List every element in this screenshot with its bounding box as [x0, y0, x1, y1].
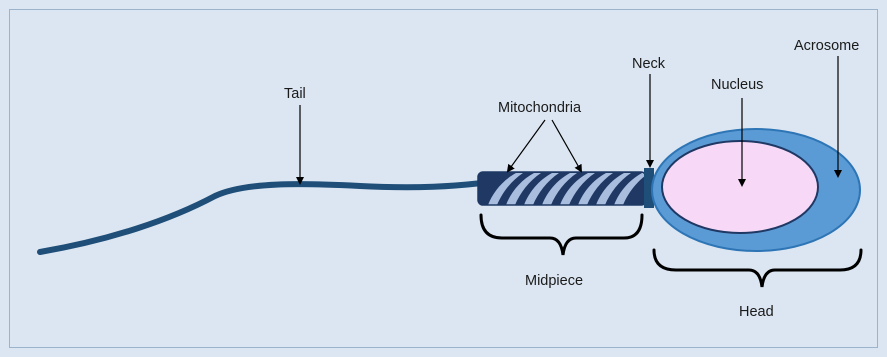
midpiece-label: Midpiece	[525, 273, 583, 289]
neck-label: Neck	[632, 56, 665, 72]
nucleus	[662, 141, 818, 233]
acrosome-label: Acrosome	[794, 38, 859, 54]
midpiece	[478, 172, 649, 205]
head-label: Head	[739, 304, 774, 320]
mitochondria-label: Mitochondria	[498, 100, 581, 116]
tail-label: Tail	[284, 86, 306, 102]
nucleus-label: Nucleus	[711, 77, 763, 93]
